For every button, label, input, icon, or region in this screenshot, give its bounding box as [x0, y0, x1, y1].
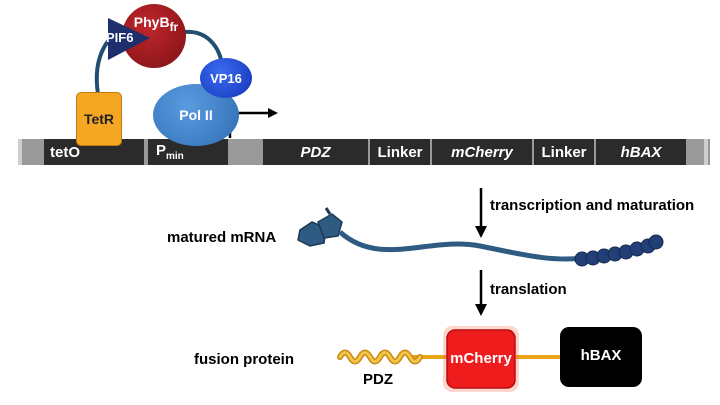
mcherry-box	[446, 329, 516, 389]
polya-tail	[574, 234, 664, 267]
pif6-protein	[108, 18, 150, 60]
hbax-label: hBAX	[580, 347, 622, 364]
tetr-protein: TetR	[76, 92, 122, 146]
hbax-box	[560, 327, 642, 387]
pdz-label: PDZ	[363, 371, 393, 388]
transcription-label: transcription and maturation	[490, 197, 695, 214]
dna-segment-pdz: PDZ	[263, 139, 368, 165]
translation-label: translation	[490, 281, 567, 298]
promoter-label: Pmin	[156, 142, 184, 162]
dna-segment-hbax: hBAX	[596, 139, 686, 165]
dna-segment-promoter: Pmin	[148, 139, 228, 165]
vp16-protein: VP16	[200, 58, 252, 98]
mrna-label: matured mRNA	[167, 229, 277, 246]
dna-segment-linker-2: Linker	[534, 139, 594, 165]
fusion-protein-label: fusion protein	[194, 351, 294, 368]
pol-ii-protein: Pol II	[153, 84, 239, 146]
teto-label: tetO	[50, 143, 80, 161]
dna-segment-mcherry: mCherry	[432, 139, 532, 165]
mrna-cap-icon	[297, 207, 343, 247]
dna-end-right	[704, 139, 708, 165]
mcherry-label: mCherry	[450, 350, 512, 367]
pdz-helix	[337, 349, 423, 365]
dna-segment-linker-1: Linker	[370, 139, 430, 165]
dna-end-left	[18, 139, 22, 165]
pif6-label: PIF6	[106, 30, 134, 45]
